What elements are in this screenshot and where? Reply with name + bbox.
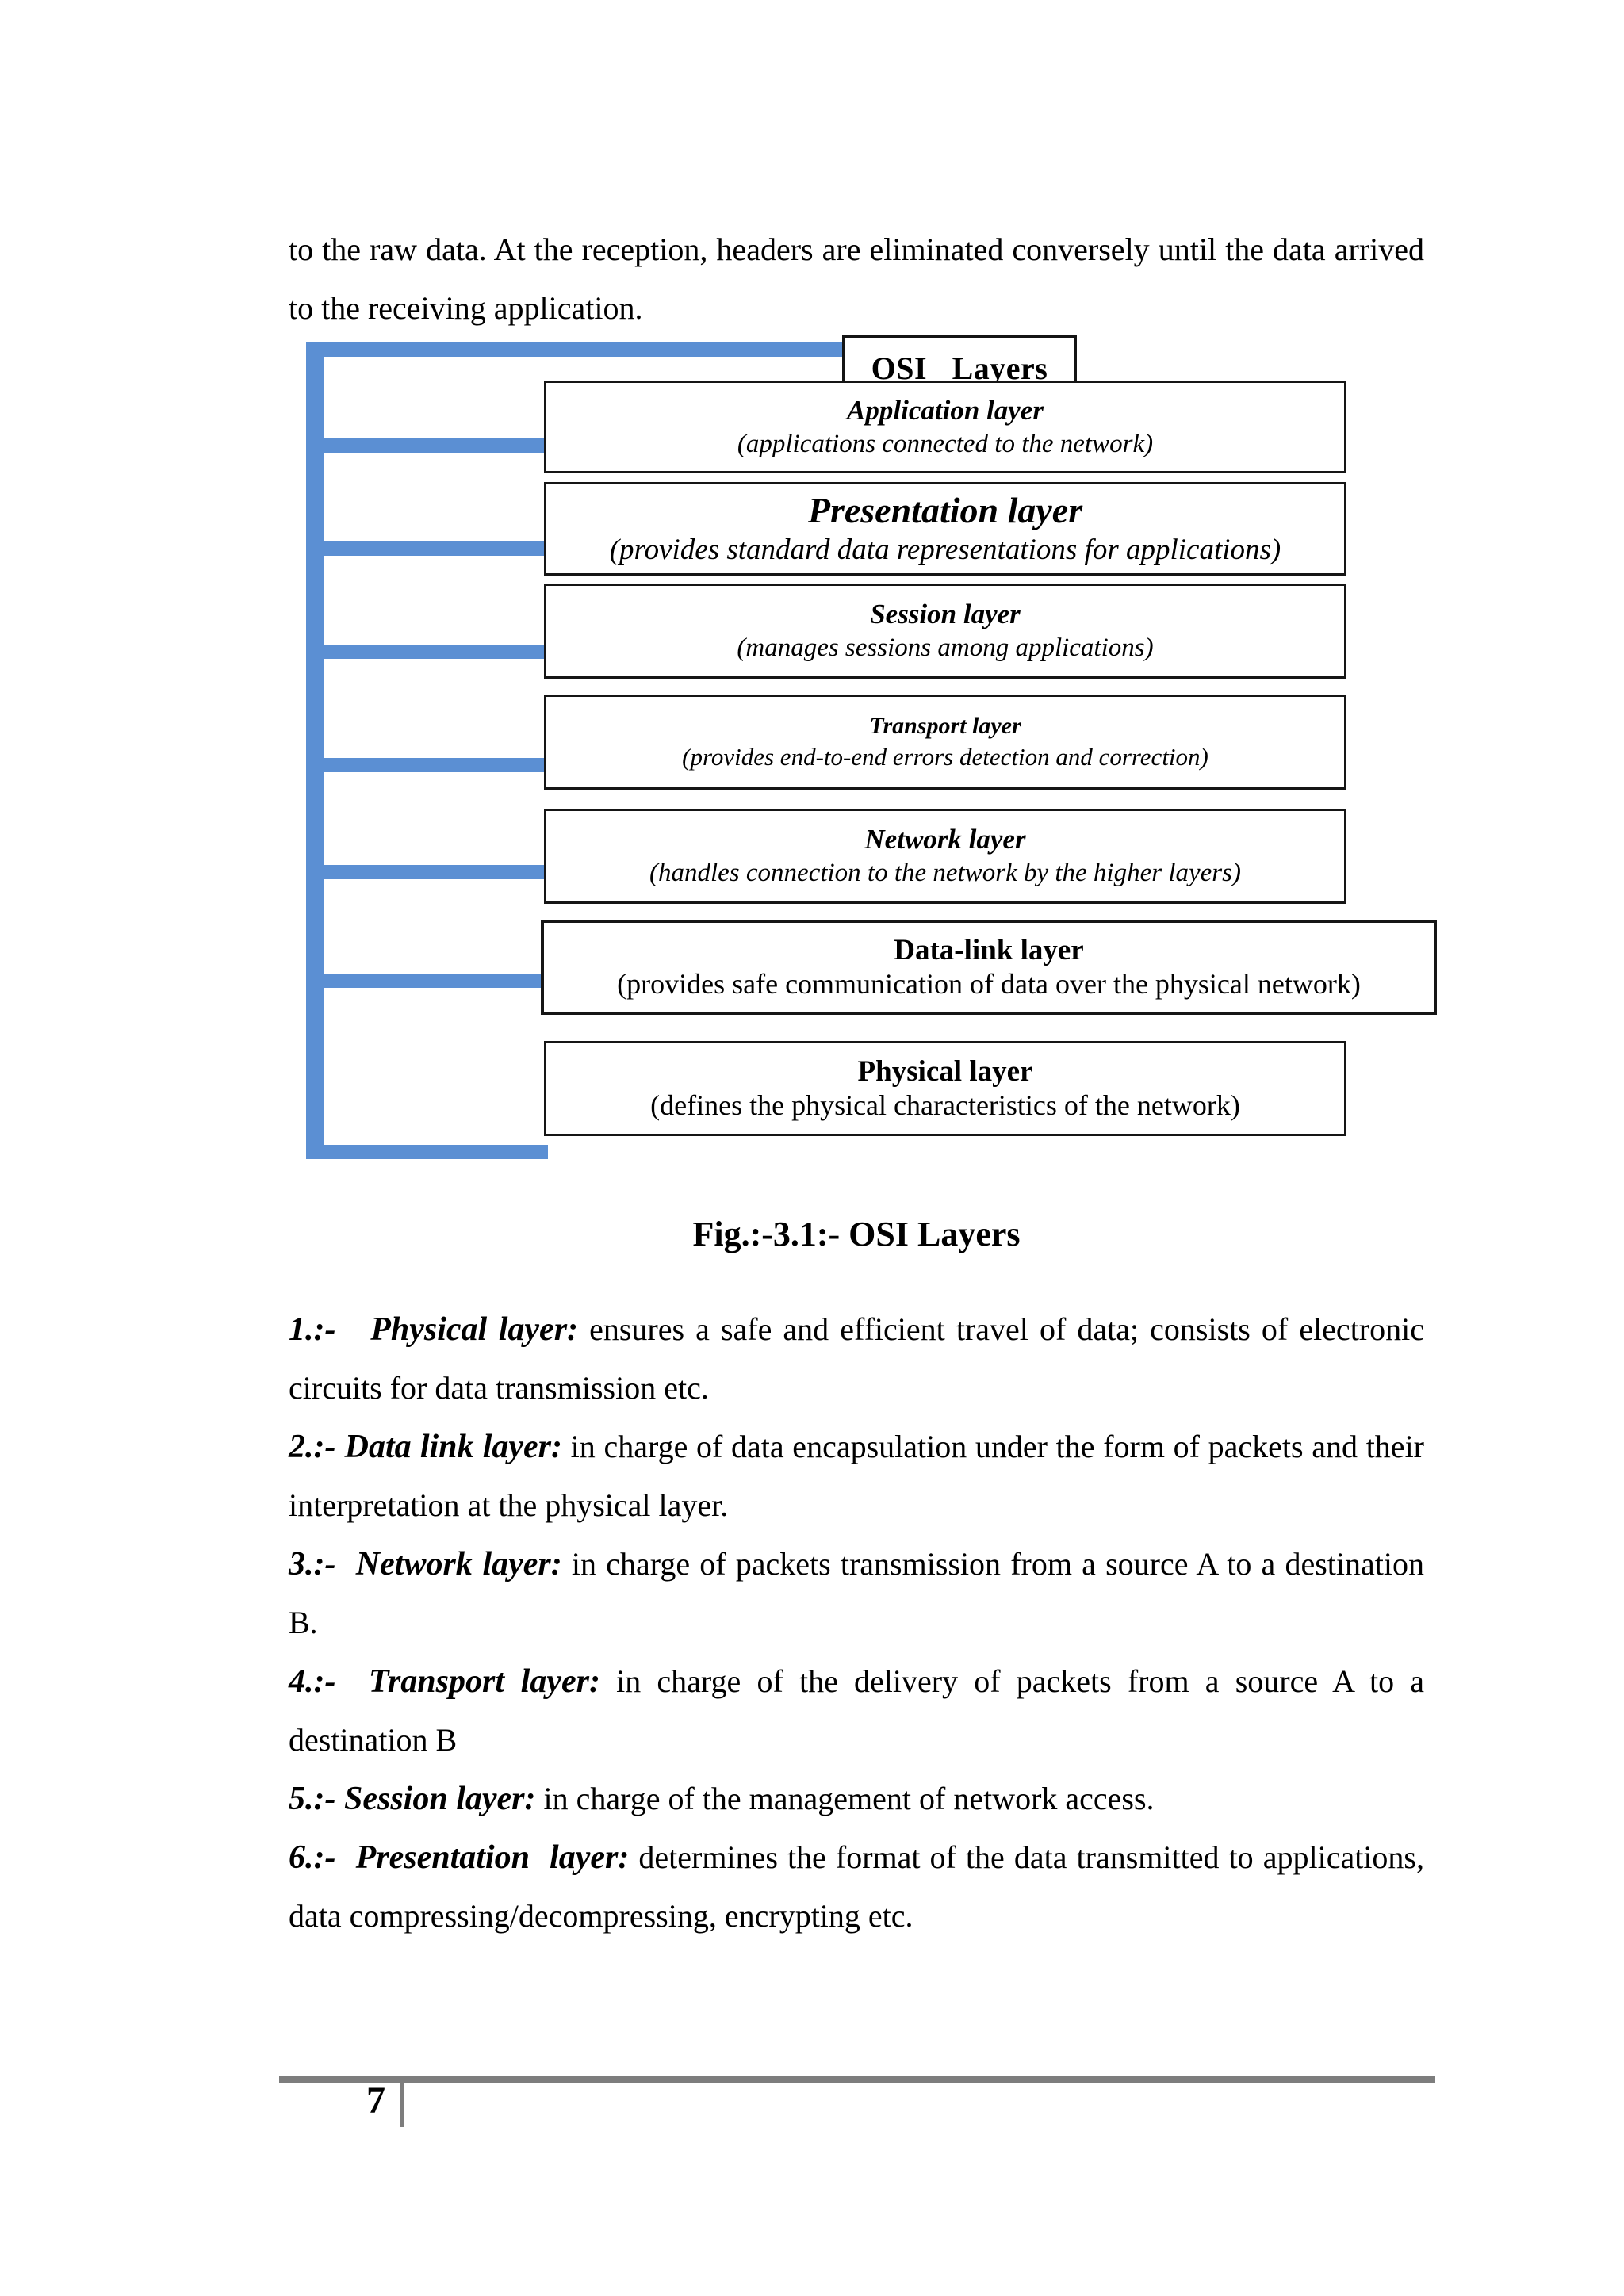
list-item-body: in charge of data encapsulation under th…	[289, 1429, 1424, 1523]
list-item-body: in charge of the management of network a…	[535, 1781, 1155, 1816]
list-item-lead: 5.:- Session layer:	[289, 1781, 536, 1817]
list-item-body: in charge of packets transmission from a…	[289, 1546, 1424, 1640]
figure-caption: Fig.:-3.1:- OSI Layers	[692, 1215, 1021, 1253]
layer-title-session: Session layer	[870, 599, 1021, 629]
list-item: 3.:- Network layer: in charge of packets…	[289, 1535, 1424, 1652]
diagram-arm-transport	[306, 758, 548, 772]
list-item-body: determines the format of the data transm…	[289, 1839, 1425, 1934]
layer-box-datalink: Data-link layer (provides safe communica…	[541, 920, 1437, 1015]
list-item-lead: 4.:- Transport layer:	[289, 1663, 600, 1700]
diagram-arm-session	[306, 645, 552, 659]
list-item-body: in charge of the delivery of packets fro…	[289, 1663, 1424, 1758]
layer-desc-network: (handles connection to the network by th…	[649, 859, 1241, 887]
list-item-lead: 6.:- Presentation layer:	[289, 1839, 630, 1876]
layer-desc-session: (manages sessions among applications)	[737, 633, 1154, 662]
footer-tick-mark	[400, 2083, 404, 2127]
diagram-arm-physical	[306, 1145, 548, 1159]
layer-box-network: Network layer (handles connection to the…	[544, 809, 1346, 904]
list-item: 4.:- Transport layer: in charge of the d…	[289, 1652, 1424, 1770]
diagram-arm-network	[306, 865, 550, 879]
layer-box-application: Application layer (applications connecte…	[544, 381, 1346, 473]
layer-desc-presentation: (provides standard data representations …	[609, 534, 1281, 566]
list-item: 2.:- Data link layer: in charge of data …	[289, 1418, 1424, 1535]
list-item-lead: 2.:- Data link layer:	[289, 1429, 562, 1465]
layer-title-presentation: Presentation layer	[807, 490, 1083, 530]
osi-layers-diagram: OSI Layers Application layer (applicatio…	[289, 317, 1446, 1181]
layer-desc-application: (applications connected to the network)	[737, 429, 1154, 458]
layer-box-physical: Physical layer (defines the physical cha…	[544, 1041, 1346, 1136]
layer-box-session: Session layer (manages sessions among ap…	[544, 584, 1346, 679]
layer-desc-physical: (defines the physical characteristics of…	[650, 1089, 1240, 1121]
layer-title-application: Application layer	[847, 394, 1044, 426]
diagram-arm-presentation	[306, 541, 552, 556]
diagram-arm-datalink	[306, 974, 552, 988]
layer-title-network: Network layer	[864, 824, 1026, 855]
layer-desc-transport: (provides end-to-end errors detection an…	[682, 743, 1208, 771]
layer-desc-datalink: (provides safe communication of data ove…	[617, 968, 1361, 1000]
list-item-body: ensures a safe and efficient travel of d…	[289, 1311, 1424, 1406]
layer-title-transport: Transport layer	[869, 713, 1021, 739]
layer-title-physical: Physical layer	[857, 1055, 1033, 1088]
diagram-arm-top	[306, 342, 852, 357]
osi-layer-description-list: 1.:- Physical layer: ensures a safe and …	[289, 1300, 1424, 1946]
list-item-lead: 1.:- Physical layer:	[289, 1311, 579, 1348]
list-item: 5.:- Session layer: in charge of the man…	[289, 1770, 1424, 1828]
diagram-spine	[306, 342, 324, 1159]
layer-box-transport: Transport layer (provides end-to-end err…	[544, 695, 1346, 790]
list-item: 1.:- Physical layer: ensures a safe and …	[289, 1300, 1424, 1418]
list-item: 6.:- Presentation layer: determines the …	[289, 1828, 1424, 1946]
diagram-arm-application	[306, 438, 548, 453]
layer-box-presentation: Presentation layer (provides standard da…	[544, 482, 1346, 576]
page-number: 7	[366, 2080, 385, 2122]
list-item-lead: 3.:- Network layer:	[289, 1546, 562, 1582]
footer-divider	[279, 2076, 1435, 2083]
layer-title-datalink: Data-link layer	[894, 934, 1084, 966]
intro-paragraph: to the raw data. At the reception, heade…	[289, 232, 1424, 326]
